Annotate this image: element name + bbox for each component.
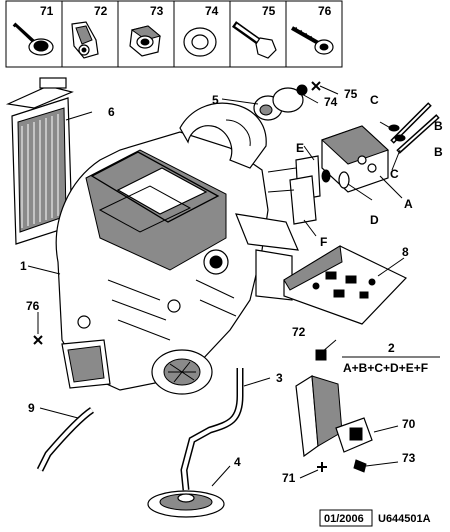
washer-74-marker <box>296 84 308 96</box>
self-tapping-screw-icon <box>291 26 334 55</box>
callout-74: 74 <box>324 95 338 109</box>
strip-ref-72: 72 <box>94 4 108 18</box>
screw-71-marker <box>317 462 327 472</box>
footer-code: U644501A <box>378 513 431 525</box>
callout-76: 76 <box>26 299 40 313</box>
blower-fitting <box>253 81 321 121</box>
strip-ref-71: 71 <box>40 4 54 18</box>
expansion-valve-assembly <box>267 102 440 225</box>
screw-with-washer-icon <box>12 22 54 56</box>
support-bracket <box>295 349 373 473</box>
callout-8: 8 <box>402 245 409 259</box>
callout-4: 4 <box>234 455 241 469</box>
footer-date-box <box>319 509 373 527</box>
screw-75-marker <box>311 81 321 91</box>
callout-5: 5 <box>212 93 219 107</box>
hex-bolt-icon <box>231 21 277 59</box>
parts-strip: 71 72 73 74 75 76 <box>5 0 343 68</box>
seal-kit-bag <box>283 245 408 325</box>
clip-72-marker <box>315 349 327 361</box>
washer-icon <box>183 27 217 57</box>
floor-grommet <box>147 490 225 518</box>
callout-3: 3 <box>276 371 283 385</box>
strip-ref-74: 74 <box>205 4 219 18</box>
callout-C-lower: C <box>390 167 399 181</box>
strip-ref-75: 75 <box>262 4 276 18</box>
callout-73: 73 <box>402 451 416 465</box>
callout-9: 9 <box>28 401 35 415</box>
callouts: 1 2 3 4 5 6 8 9 70 71 72 73 74 75 76 A B… <box>20 87 443 485</box>
callout-C-upper: C <box>370 93 379 107</box>
heater-housing <box>55 102 299 395</box>
callout-D: D <box>370 213 379 227</box>
callout-6: 6 <box>108 105 115 119</box>
callout-71: 71 <box>282 471 296 485</box>
callout-75: 75 <box>344 87 358 101</box>
callout-72: 72 <box>292 325 306 339</box>
screw-76-marker <box>33 335 43 345</box>
footer: 01/2006 U644501A <box>319 509 431 527</box>
strip-ref-73: 73 <box>150 4 164 18</box>
callout-E: E <box>296 141 304 155</box>
callout-1: 1 <box>20 259 27 273</box>
drain-pipe-9 <box>36 407 95 472</box>
leader-lines <box>27 85 440 487</box>
hex-nut-icon <box>129 25 162 57</box>
callout-B-upper: B <box>434 119 443 133</box>
callout-70: 70 <box>402 417 416 431</box>
heater-matrix <box>5 77 74 245</box>
strip-ref-76: 76 <box>318 4 332 18</box>
callout-A: A <box>404 197 413 211</box>
callout-B-lower: B <box>434 145 443 159</box>
clip-nut-icon <box>71 21 99 59</box>
kit-formula: A+B+C+D+E+F <box>343 361 428 375</box>
nut-73-marker <box>353 459 367 473</box>
callout-2: 2 <box>388 341 395 355</box>
footer-date: 01/2006 <box>324 513 364 525</box>
callout-F: F <box>320 235 327 249</box>
drain-pipe-3 <box>180 368 244 491</box>
